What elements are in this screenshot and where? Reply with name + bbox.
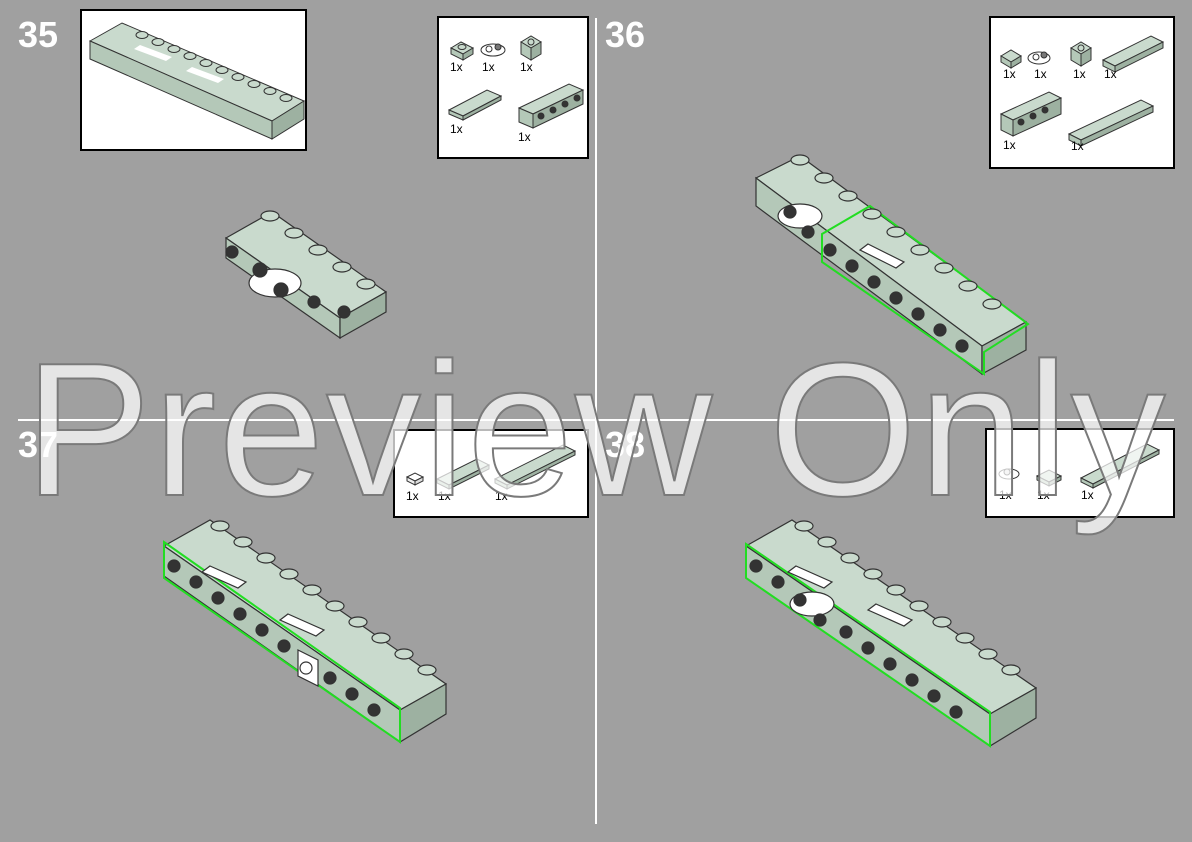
part-quantity: 1x (438, 489, 451, 503)
step-number-35: 35 (18, 14, 59, 55)
model-step-38 (744, 519, 1038, 748)
part-quantity: 1x (1071, 139, 1084, 153)
step-number-36: 36 (605, 14, 646, 55)
part-quantity: 1x (1003, 138, 1016, 152)
subassembly-illustration (88, 22, 305, 140)
part-quantity: 1x (406, 489, 419, 503)
parts-list-step-37: 1x 1x 1x (393, 429, 589, 518)
part-quantity: 1x (450, 122, 463, 136)
parts-list-step-35: 1x 1x 1x 1x 1x (437, 16, 589, 159)
vertical-divider (595, 18, 597, 824)
step-number-38: 38 (605, 424, 646, 465)
parts-list-step-36: 1x 1x 1x 1x 1x 1x (989, 16, 1175, 169)
subassembly-callout (80, 9, 307, 151)
part-quantity: 1x (518, 130, 531, 144)
part-quantity: 1x (520, 60, 533, 74)
part-quantity: 1x (450, 60, 463, 74)
model-step-36 (754, 154, 1030, 376)
model-step-37 (162, 519, 448, 744)
parts-illustration (447, 35, 585, 129)
part-quantity: 1x (1081, 488, 1094, 502)
parts-list-step-38: 1x 1x 1x (985, 428, 1175, 518)
part-quantity: 1x (495, 489, 508, 503)
part-quantity: 1x (1037, 488, 1050, 502)
parts-illustration (405, 444, 577, 490)
part-quantity: 1x (1003, 67, 1016, 81)
horizontal-divider (18, 419, 1174, 421)
parts-illustration (999, 35, 1165, 147)
parts-illustration (998, 443, 1161, 489)
part-quantity: 1x (1034, 67, 1047, 81)
part-quantity: 1x (1073, 67, 1086, 81)
part-quantity: 1x (1104, 67, 1117, 81)
model-step-35 (224, 210, 388, 340)
part-quantity: 1x (999, 488, 1012, 502)
part-quantity: 1x (482, 60, 495, 74)
step-number-37: 37 (18, 424, 59, 465)
